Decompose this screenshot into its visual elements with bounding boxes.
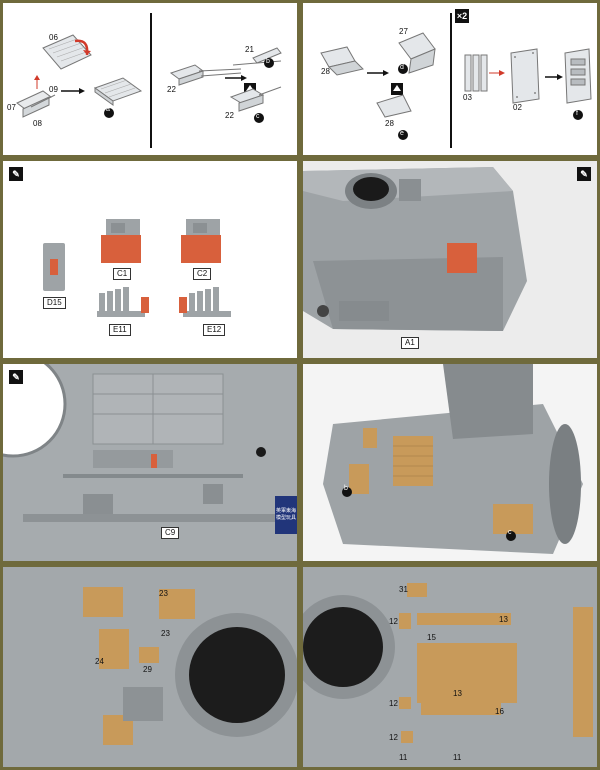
- part-number: 07: [7, 103, 16, 112]
- interior-photo: [3, 364, 297, 561]
- instruction-drawing-left: [16, 13, 152, 148]
- hull-photo: [303, 161, 597, 358]
- part-number: 03: [463, 93, 472, 102]
- part-label: A1: [401, 337, 419, 349]
- part-number: 31: [399, 585, 408, 594]
- part-number: 12: [389, 699, 398, 708]
- watermark-logo: 英軍東海 模型玩具: [275, 496, 297, 534]
- part-number: 24: [95, 657, 104, 666]
- rear-photo: [303, 364, 597, 561]
- part-number: 29: [143, 665, 152, 674]
- part-label: C2: [193, 268, 212, 280]
- step-letter: a: [106, 106, 110, 113]
- part-number: 11: [399, 753, 408, 762]
- parts-photo: [43, 219, 231, 317]
- instruction-panel-left: 06 07 08 09 a 21 22 22 b c: [3, 3, 297, 155]
- rear-photo-panel: b c: [303, 364, 597, 561]
- part-number: 11: [453, 753, 462, 762]
- step-letter: e: [400, 130, 404, 137]
- part-number: 23: [159, 589, 168, 598]
- step-letter: d: [400, 64, 404, 71]
- part-number: 12: [389, 617, 398, 626]
- part-number: 22: [225, 111, 234, 120]
- multiplier-badge: ×2: [455, 9, 469, 23]
- interior-photo-panel: ✎ C9 英軍東海 模型玩具: [3, 364, 297, 561]
- deck-right-photo: [303, 567, 597, 767]
- instruction-drawing-right: [320, 13, 592, 148]
- parts-photo-panel: ✎ C1 C2 D15 E11 E12: [3, 161, 297, 358]
- step-letter: c: [256, 113, 260, 120]
- part-label: C1: [113, 268, 132, 280]
- photo-icon: ✎: [9, 370, 23, 384]
- step-letter: b: [344, 485, 348, 492]
- part-number: 15: [427, 633, 436, 642]
- part-label: C9: [161, 527, 180, 539]
- part-label: E11: [109, 324, 131, 336]
- part-number: 13: [499, 615, 508, 624]
- part-number: 23: [161, 629, 170, 638]
- deck-right-panel: 31 12 15 13 13 12 16 12 11 11: [303, 567, 597, 767]
- step-letter: b: [266, 58, 270, 65]
- deck-left-photo: [3, 567, 297, 767]
- part-number: 09: [49, 85, 58, 94]
- step-letter: f: [576, 110, 578, 117]
- part-number: 27: [399, 27, 408, 36]
- part-label: D15: [43, 297, 66, 309]
- part-label: E12: [203, 324, 226, 336]
- part-number: 12: [389, 733, 398, 742]
- part-number: 13: [453, 689, 462, 698]
- watermark-line2: 模型玩具: [275, 515, 296, 521]
- part-number: 21: [245, 45, 254, 54]
- part-number: 28: [385, 119, 394, 128]
- deck-left-panel: 23 23 24 29: [3, 567, 297, 767]
- part-number: 06: [49, 33, 58, 42]
- part-number: 28: [321, 67, 330, 76]
- hull-photo-panel: ✎ A1: [303, 161, 597, 358]
- watermark-line1: 英軍東海: [275, 508, 296, 514]
- step-letter: c: [508, 529, 512, 536]
- part-number: 22: [167, 85, 176, 94]
- part-number: 08: [33, 119, 42, 128]
- part-number: 16: [495, 707, 504, 716]
- instruction-panel-right: 27 28 28 d e ×2 03 02 f: [303, 3, 597, 155]
- photo-icon: ✎: [9, 167, 23, 181]
- part-number: 02: [513, 103, 522, 112]
- photo-icon: ✎: [577, 167, 591, 181]
- instruction-drawing-b: [169, 47, 282, 123]
